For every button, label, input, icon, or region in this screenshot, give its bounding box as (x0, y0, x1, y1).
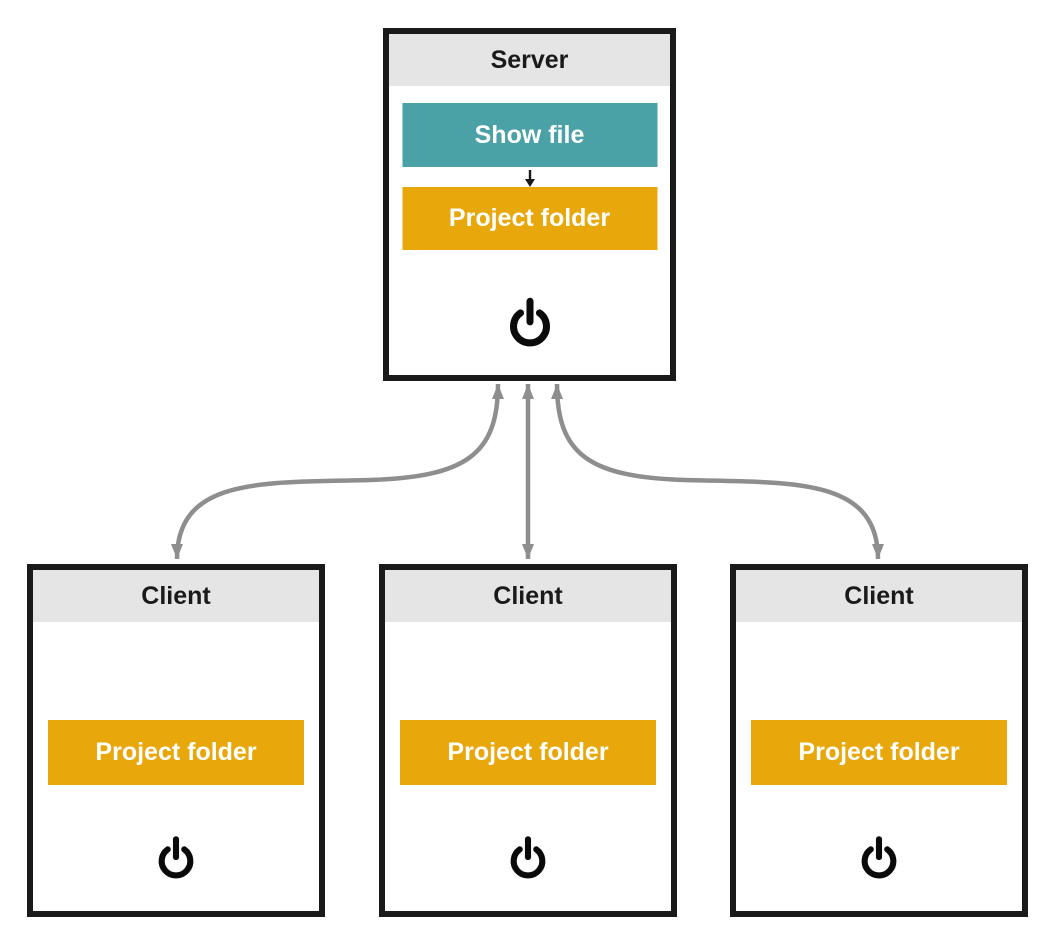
server-project-folder-button: Project folder (402, 187, 657, 250)
client-1-title: Client (33, 570, 319, 622)
client-2-project-folder-button: Project folder (400, 720, 656, 785)
client-2-title: Client (385, 570, 671, 622)
show-file-button: Show file (402, 103, 657, 167)
client-1-project-folder-button: Project folder (48, 720, 304, 785)
server-title: Server (389, 34, 670, 86)
power-icon (509, 297, 550, 347)
client-3-title: Client (736, 570, 1022, 622)
client-3-project-folder-button: Project folder (751, 720, 1007, 785)
client-node-2: Client Project folder (379, 564, 677, 917)
power-icon (861, 836, 897, 879)
edge-server-client-1 (171, 383, 504, 560)
arrow-down-icon (524, 170, 535, 187)
client-node-3: Client Project folder (730, 564, 1028, 917)
client-node-1: Client Project folder (27, 564, 325, 917)
power-icon (158, 836, 194, 879)
server-node: Server Show file Project folder (383, 28, 676, 381)
power-icon (510, 836, 546, 879)
edge-server-client-3 (551, 383, 884, 560)
